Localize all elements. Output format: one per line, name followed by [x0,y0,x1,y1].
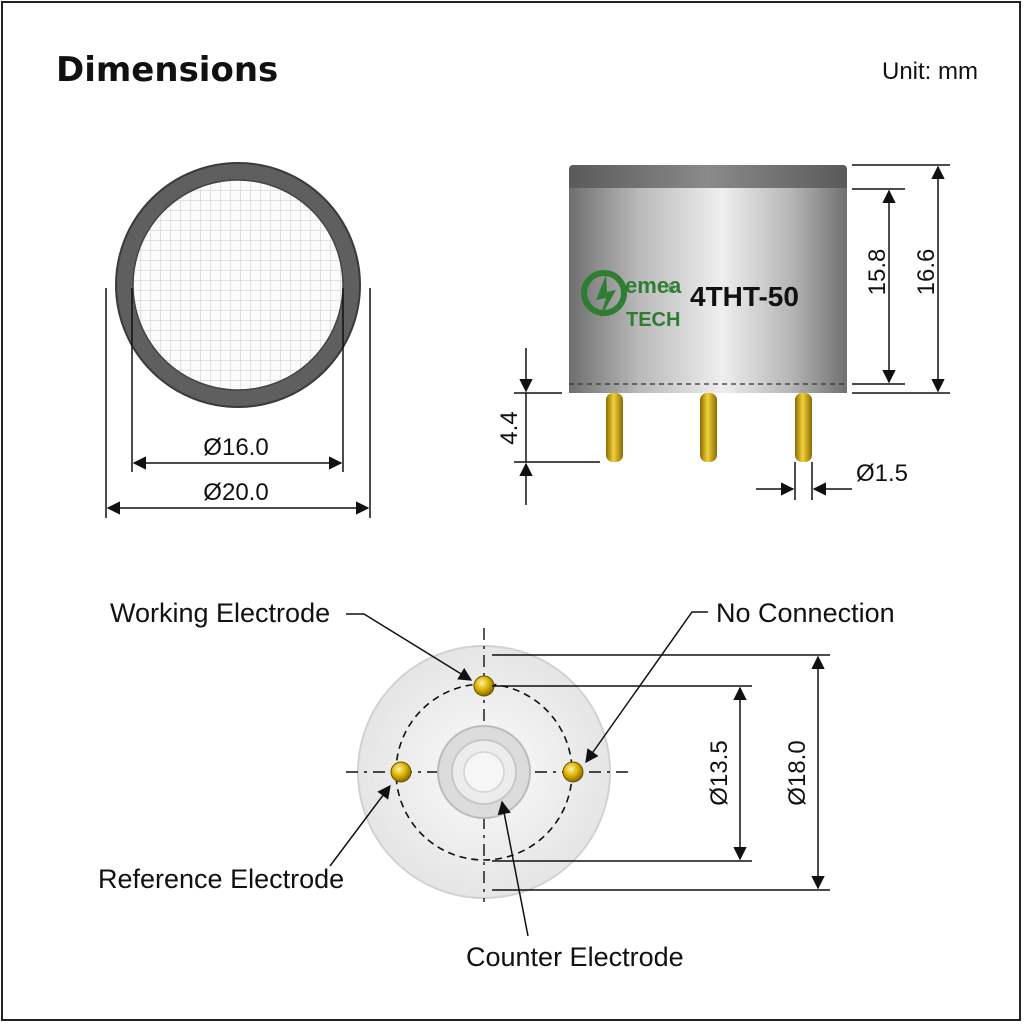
brand-logo: emea TECH ® [581,270,682,331]
pin-reference [390,761,412,783]
pin-right [795,393,812,462]
brand-line1: emea [625,273,682,298]
outer-diameter-label: Ø20.0 [203,479,268,506]
pin-center [700,393,717,462]
pin-left [606,393,623,462]
no-connection-label: No Connection [716,598,895,628]
filter-mesh [132,179,344,391]
bottom-view: Ø13.5 Ø18.0 Working Electrode No Connect… [98,598,895,972]
sensor-cap [569,165,847,191]
pin-no-connection [562,761,584,783]
pin-diameter-label: Ø1.5 [856,460,908,487]
pin-working [473,675,495,697]
working-electrode-label: Working Electrode [110,598,330,628]
base-diameter-label: Ø18.0 [784,740,811,805]
unit-label: Unit: mm [882,58,978,85]
inner-diameter-label: Ø16.0 [203,434,268,461]
top-view: Ø16.0 Ø20.0 [105,162,371,518]
body-height-label: 15.8 [864,249,891,296]
side-view: emea TECH ® 4THT-50 15.8 16.6 4.4 [496,164,950,505]
pin-circle-diameter-label: Ø13.5 [706,740,733,805]
reference-electrode-label: Reference Electrode [98,864,344,894]
counter-electrode-label: Counter Electrode [466,942,684,972]
pin-length-label: 4.4 [496,411,523,444]
page-title: Dimensions [56,50,279,90]
brand-line2: TECH [626,309,680,331]
model-label: 4THT-50 [690,281,799,312]
registered-mark: ® [666,281,675,295]
total-height-label: 16.6 [913,249,940,296]
